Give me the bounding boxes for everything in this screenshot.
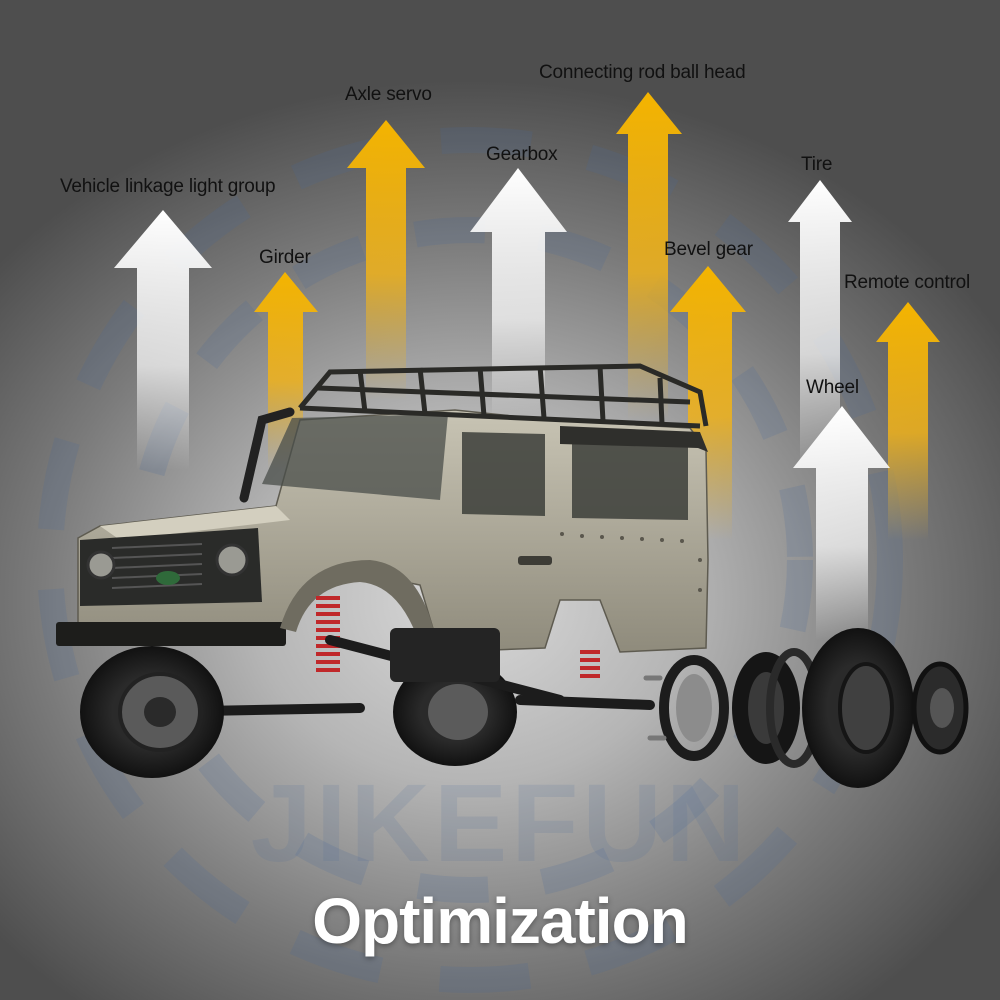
arrow-connecting-rod-ball-head (616, 92, 682, 420)
label-remote-control: Remote control (844, 272, 971, 293)
arrow-wheel (793, 406, 890, 640)
label-axle-servo: Axle servo (345, 84, 432, 105)
label-tire: Tire (801, 154, 833, 175)
label-gearbox: Gearbox (486, 144, 558, 165)
watermark-text: JIKEFUN (250, 762, 750, 885)
label-bevel-gear: Bevel gear (664, 239, 753, 260)
label-girder: Girder (259, 247, 311, 268)
rc-vehicle (56, 363, 709, 778)
arrow-gearbox (470, 168, 567, 420)
label-connecting-rod-ball-head: Connecting rod ball head (539, 62, 746, 83)
label-vehicle-linkage-light-group: Vehicle linkage light group (60, 176, 276, 197)
arrow-axle-servo (347, 120, 425, 400)
exploded-wheel (643, 628, 969, 788)
label-wheel: Wheel (806, 377, 859, 398)
headline: Optimization (312, 885, 689, 957)
arrow-tire (788, 180, 852, 470)
arrow-vehicle-linkage-light-group (114, 210, 212, 470)
arrow-remote-control (876, 302, 940, 540)
